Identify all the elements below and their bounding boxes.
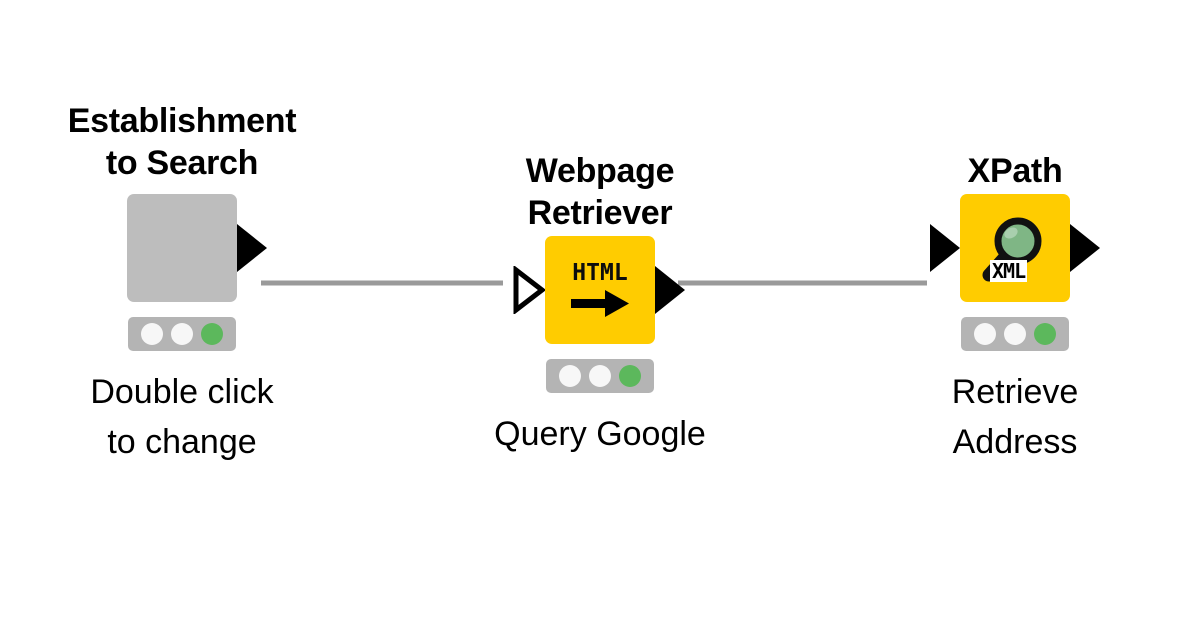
node-title: XPath — [967, 152, 1063, 190]
input-port-triangle-icon[interactable] — [930, 224, 960, 272]
node-body[interactable] — [52, 192, 312, 304]
output-port-triangle-icon[interactable] — [237, 224, 267, 272]
status-dot-idle — [141, 323, 163, 345]
input-port-hollow-triangle-icon[interactable] — [513, 266, 545, 314]
node-title: Webpage Retriever — [525, 152, 675, 232]
node-webpage-retriever[interactable]: Webpage Retriever HTML — [470, 150, 730, 459]
node-annotation-label: Double click to change — [90, 373, 274, 461]
node-body[interactable]: XML — [885, 192, 1145, 304]
node-body[interactable]: HTML — [470, 234, 730, 346]
node-box-establishment[interactable] — [127, 194, 267, 302]
node-status-bar — [546, 359, 654, 393]
node-annotation-label: Query Google — [494, 415, 706, 453]
node-annotation-label: Retrieve Address — [951, 373, 1079, 461]
status-dot-idle — [974, 323, 996, 345]
output-port-triangle-icon[interactable] — [1070, 224, 1100, 272]
status-dot-executed — [1034, 323, 1056, 345]
node-box-webpage-retriever[interactable]: HTML — [513, 236, 685, 344]
status-dot-queued — [171, 323, 193, 345]
node-status-bar — [961, 317, 1069, 351]
node-xpath[interactable]: XPath XML Retrieve Address — [885, 150, 1145, 467]
html-arrow-icon: HTML — [569, 262, 631, 318]
status-dot-idle — [559, 365, 581, 387]
status-dot-executed — [201, 323, 223, 345]
status-dot-queued — [1004, 323, 1026, 345]
magnifier-xml-icon: XML — [978, 212, 1052, 284]
status-dot-executed — [619, 365, 641, 387]
node-establishment-to-search[interactable]: Establishment to Search Double click to … — [52, 100, 312, 467]
output-port-triangle-icon[interactable] — [655, 266, 685, 314]
node-box-xpath[interactable]: XML — [930, 194, 1100, 302]
status-dot-queued — [589, 365, 611, 387]
node-title: Establishment to Search — [67, 102, 297, 182]
node-status-bar — [128, 317, 236, 351]
